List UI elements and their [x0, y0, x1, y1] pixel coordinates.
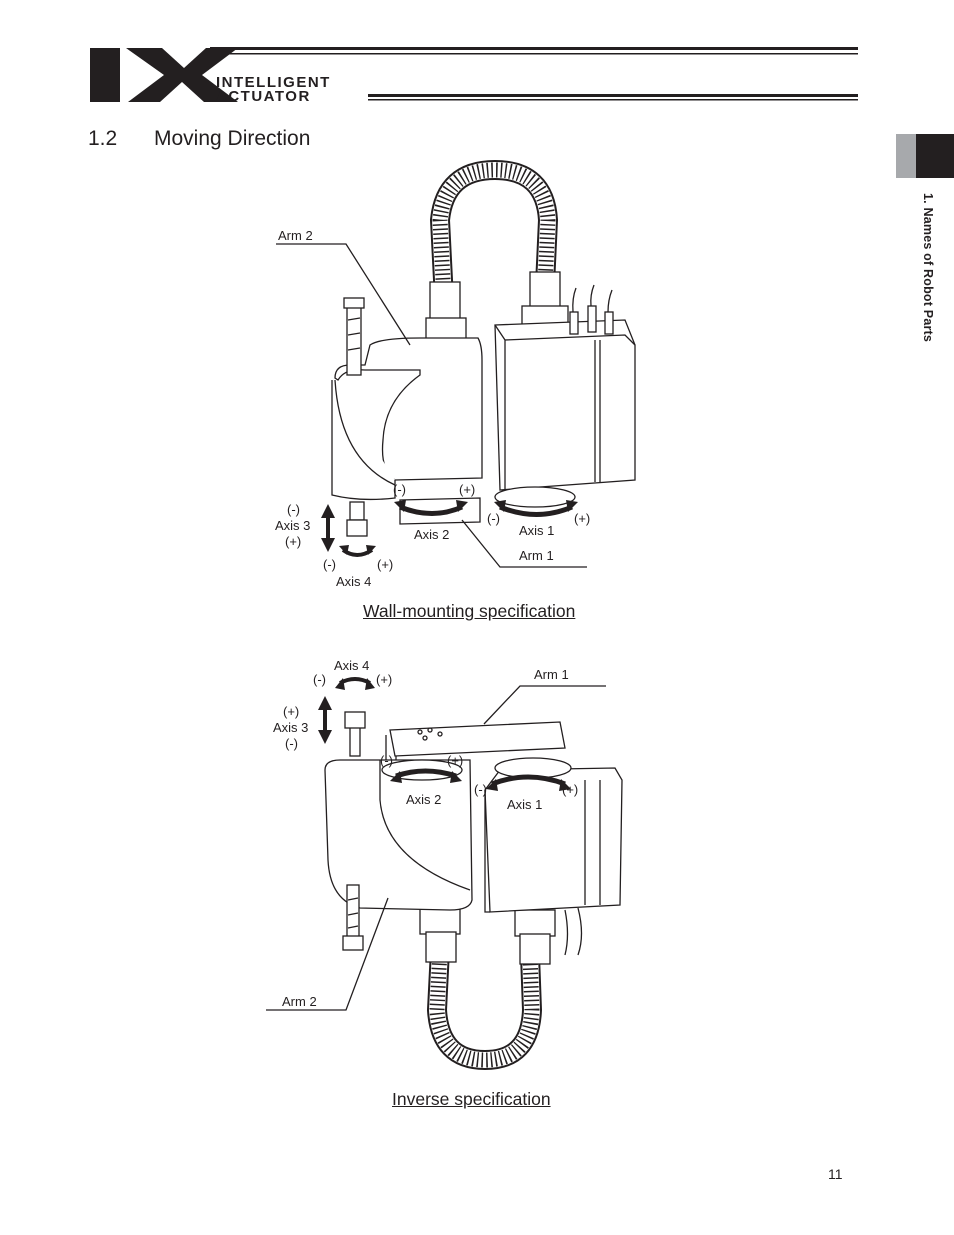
chapter-tab-label: 1. Names of Robot Parts [921, 193, 935, 343]
inverse-arm1-label: Arm 1 [534, 667, 569, 682]
wall-axis3-minus: (-) [287, 502, 300, 517]
wall-axis2-minus: (-) [393, 482, 406, 497]
inverse-axis4-minus: (-) [313, 672, 326, 687]
wall-axis2-label: Axis 2 [414, 527, 449, 542]
inverse-figure: Axis 4 (-) (+) Arm 1 (+) Axis 3 (-) (-) … [266, 658, 623, 1071]
inverse-axis2-label: Axis 2 [406, 792, 441, 807]
chapter-tab-dark [916, 134, 954, 178]
wall-arm2-label: Arm 2 [278, 228, 313, 243]
inverse-axis1-plus: (+) [562, 782, 578, 797]
chapter-tab-light [896, 134, 916, 178]
section-number: 1.2 [88, 127, 118, 150]
inverse-axis3-minus: (-) [285, 736, 298, 751]
inverse-axis2-minus: (-) [380, 753, 393, 768]
inverse-axis3-label: Axis 3 [273, 720, 308, 735]
wall-axis4-minus: (-) [323, 557, 336, 572]
wall-axis3-label: Axis 3 [275, 518, 310, 533]
inverse-axis4-label: Axis 4 [334, 658, 369, 673]
wall-axis1-label: Axis 1 [519, 523, 554, 538]
logo-line1: INTELLIGENT [216, 74, 331, 91]
page-number: 11 [828, 1166, 843, 1182]
wall-mounting-figure: Arm 2 (-) (+) (-) (+) (-) Axis 3 (+) Axi… [275, 160, 636, 589]
inverse-axis1-minus: (-) [474, 782, 487, 797]
inverse-axis4-plus: (+) [376, 672, 392, 687]
wall-axis1-minus: (-) [487, 511, 500, 526]
wall-mounting-caption: Wall-mounting specification [363, 601, 576, 621]
inverse-arm2-label: Arm 2 [282, 994, 317, 1009]
chapter-tab [896, 134, 954, 178]
section-title: Moving Direction [154, 127, 311, 150]
wall-axis2-plus: (+) [459, 482, 475, 497]
wall-arm1-label: Arm 1 [519, 548, 554, 563]
logo-line2: ACTUATOR [216, 88, 311, 105]
wall-axis4-label: Axis 4 [336, 574, 371, 589]
inverse-caption: Inverse specification [392, 1089, 551, 1109]
wall-axis4-plus: (+) [377, 557, 393, 572]
section-heading: 1.2 Moving Direction [88, 127, 310, 151]
inverse-axis3-plus: (+) [283, 704, 299, 719]
inverse-axis1-label: Axis 1 [507, 797, 542, 812]
wall-axis1-plus: (+) [574, 511, 590, 526]
inverse-axis2-plus: (+) [447, 753, 463, 768]
intelligent-actuator-logo: INTELLIGENT ACTUATOR [90, 47, 858, 105]
wall-axis3-plus: (+) [285, 534, 301, 549]
